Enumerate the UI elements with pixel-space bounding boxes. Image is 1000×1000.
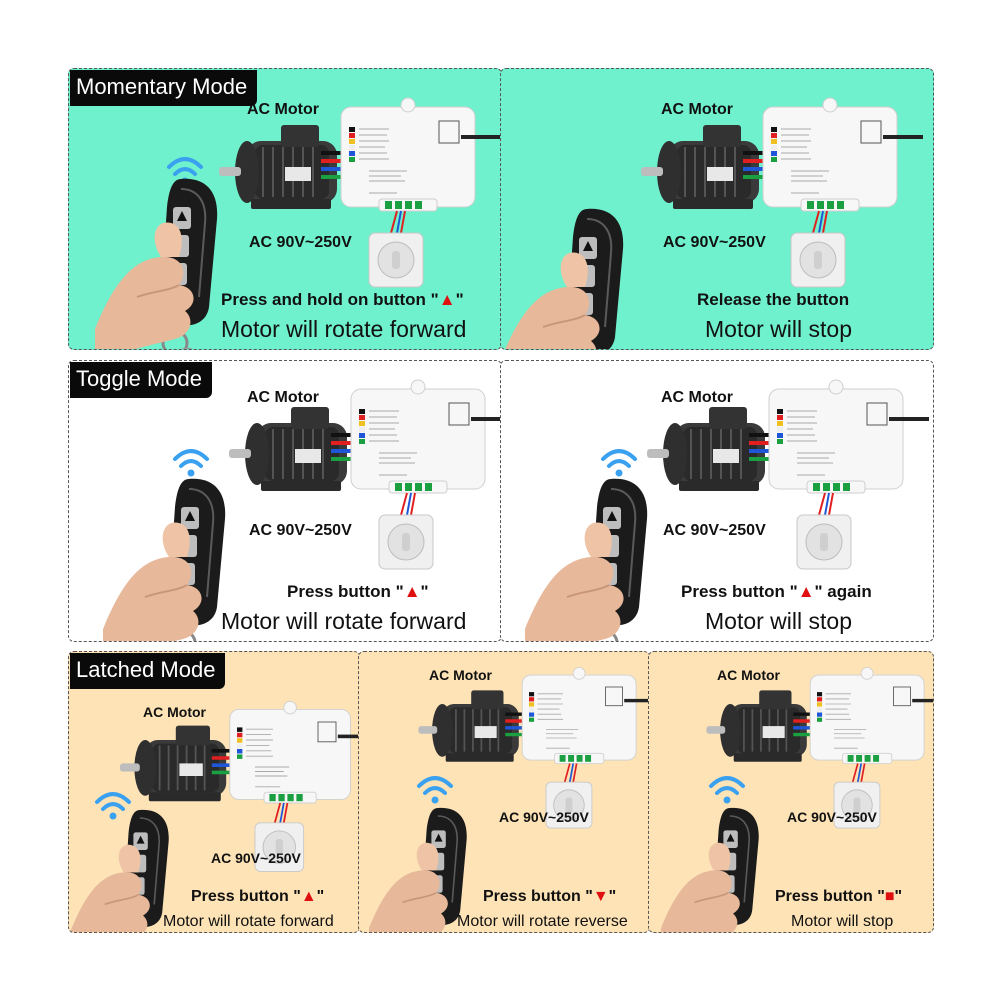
action-text: Press button "■" xyxy=(775,888,903,905)
motor-assembly xyxy=(217,96,501,289)
motor-assembly xyxy=(645,378,931,571)
remote-hand-image xyxy=(101,477,227,641)
motor-assembly xyxy=(227,378,501,571)
wifi-icon xyxy=(417,776,453,806)
toggle-mode-section: AC Motor AC 90V~250V Press button "▲" Mo… xyxy=(68,360,934,642)
voltage-label: AC 90V~250V xyxy=(663,522,766,539)
result-text: Motor will stop xyxy=(705,608,852,634)
voltage-label: AC 90V~250V xyxy=(787,809,877,825)
action-text: Press button "▲" xyxy=(191,888,325,905)
action-text: Release the button xyxy=(697,290,850,309)
voltage-label: AC 90V~250V xyxy=(499,809,589,825)
voltage-label: AC 90V~250V xyxy=(249,234,352,251)
mode-label: Momentary Mode xyxy=(70,70,258,106)
motor-label: AC Motor xyxy=(429,667,492,683)
remote-hand-image xyxy=(523,477,649,641)
result-text: Motor will stop xyxy=(705,316,852,342)
motor-label: AC Motor xyxy=(247,389,319,406)
action-text: Press button "▼" xyxy=(483,888,617,905)
mode-label: Toggle Mode xyxy=(70,362,212,398)
toggle-left-panel: AC Motor AC 90V~250V Press button "▲" Mo… xyxy=(68,360,502,642)
mode-label: Latched Mode xyxy=(70,653,226,689)
wifi-icon xyxy=(601,449,637,479)
motor-label: AC Motor xyxy=(717,667,780,683)
motor-label: AC Motor xyxy=(661,101,733,118)
result-text: Motor will stop xyxy=(791,913,894,930)
action-text: Press button "▲" xyxy=(287,582,429,601)
motor-label: AC Motor xyxy=(661,389,733,406)
result-text: Motor will rotate reverse xyxy=(457,913,628,930)
result-text: Motor will rotate forward xyxy=(221,608,467,634)
wifi-icon xyxy=(173,449,209,479)
action-text: Press and hold on button "▲" xyxy=(221,290,464,309)
voltage-label: AC 90V~250V xyxy=(663,234,766,251)
voltage-label: AC 90V~250V xyxy=(249,522,352,539)
wifi-icon xyxy=(709,776,745,806)
latched-mode-section: AC Motor AC 90V~250V Press button "▲" Mo… xyxy=(68,651,934,933)
momentary-right-panel: AC Motor AC 90V~250V Release the button … xyxy=(500,68,934,350)
latched-panel-1: AC Motor AC 90V~250V Press button "▲" Mo… xyxy=(68,651,360,933)
motor-label: AC Motor xyxy=(143,704,206,720)
motor-assembly xyxy=(639,96,925,289)
result-text: Motor will rotate forward xyxy=(221,316,467,342)
latched-panel-2: AC Motor AC 90V~250V Press button "▼" Mo… xyxy=(358,651,650,933)
remote-hand-image xyxy=(659,806,760,932)
result-text: Motor will rotate forward xyxy=(163,913,334,930)
motor-label: AC Motor xyxy=(247,101,319,118)
action-text: Press button "▲" again xyxy=(681,582,872,601)
latched-panel-3: AC Motor AC 90V~250V Press button "■" Mo… xyxy=(648,651,934,933)
remote-hand-image xyxy=(93,177,219,349)
remote-hand-image xyxy=(501,207,625,349)
momentary-left-panel: AC Motor AC 90V~250V Press and hold on b… xyxy=(68,68,502,350)
toggle-right-panel: AC Motor AC 90V~250V Press button "▲" ag… xyxy=(500,360,934,642)
voltage-label: AC 90V~250V xyxy=(211,850,301,866)
momentary-mode-section: AC Motor AC 90V~250V Press and hold on b… xyxy=(68,68,934,350)
